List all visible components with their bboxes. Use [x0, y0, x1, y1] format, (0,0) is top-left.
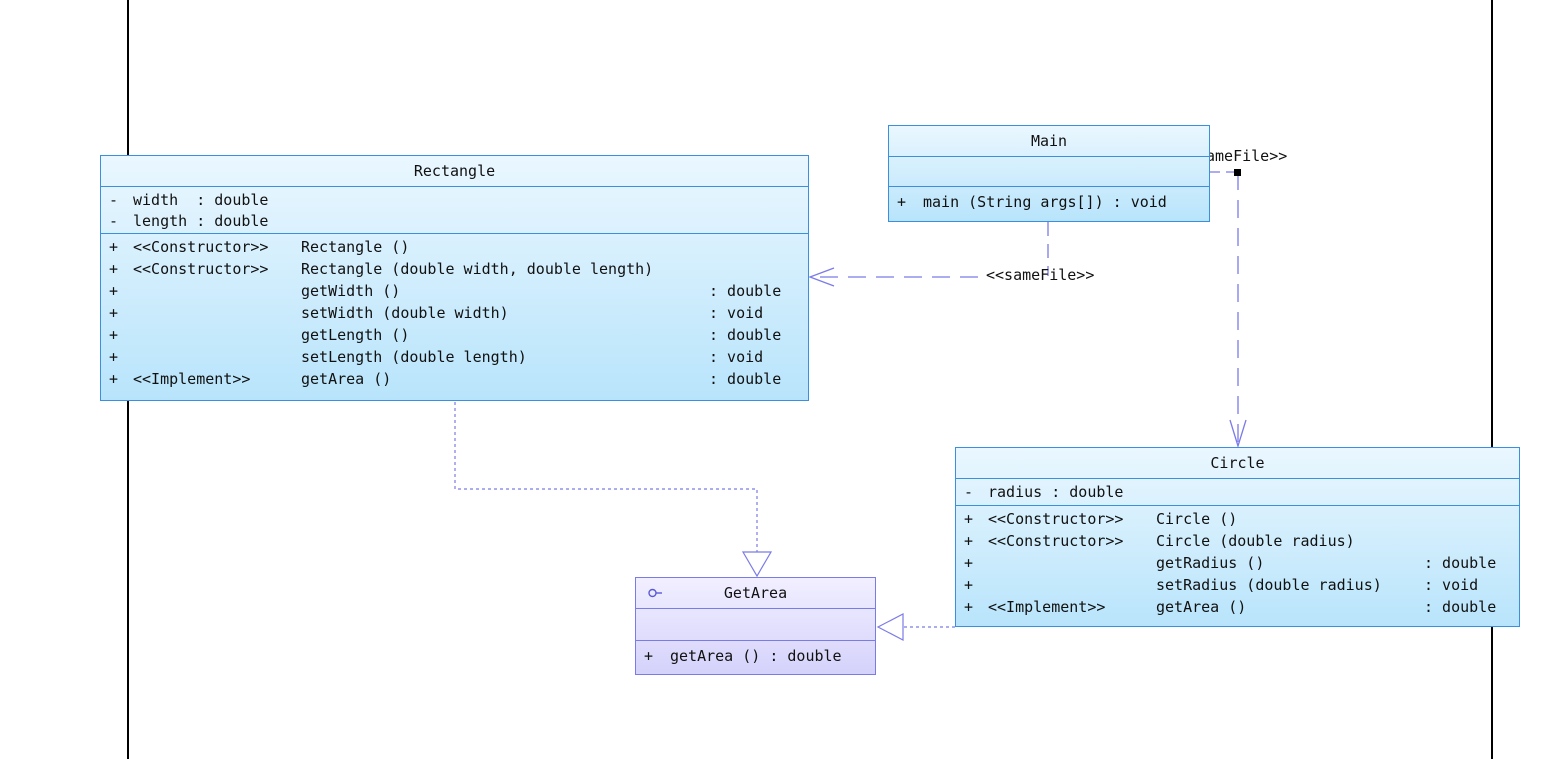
visibility: + [964, 576, 974, 594]
operation-signature: getArea () : double [670, 647, 842, 665]
attribute-row[interactable]: - radius : double [964, 481, 1519, 503]
visibility: + [964, 598, 974, 616]
page-border-right [1491, 0, 1493, 759]
class-main-attributes [889, 157, 1209, 187]
visibility: - [109, 212, 119, 230]
visibility: - [964, 483, 974, 501]
operation-row[interactable]: + <<Implement>> getArea () : double [964, 596, 1519, 618]
visibility: + [109, 348, 119, 366]
operation-signature: getRadius () [1156, 554, 1265, 572]
interface-getarea-operations: + getArea () : double [636, 641, 875, 669]
class-main-operations: + main (String args[]) : void [889, 187, 1209, 215]
visibility: + [644, 647, 654, 665]
class-rectangle-name: Rectangle [101, 156, 808, 187]
visibility: + [109, 260, 119, 278]
visibility: + [109, 238, 119, 256]
visibility: + [109, 326, 119, 344]
attribute-row[interactable]: - length : double [109, 210, 808, 231]
class-circle-operations: + <<Constructor>> Circle () + <<Construc… [956, 506, 1519, 620]
operation-signature: Circle () [1156, 510, 1238, 528]
return-type: : void [709, 304, 764, 322]
samefile-label-rectangle: <<sameFile>> [986, 266, 1095, 284]
stereotype: <<Constructor>> [988, 510, 1124, 528]
samefile-label-circle: ameFile>> [1206, 147, 1288, 165]
visibility: - [109, 191, 119, 209]
operation-signature: Rectangle (double width, double length) [301, 260, 654, 278]
operation-row[interactable]: + main (String args[]) : void [897, 191, 1209, 213]
visibility: + [964, 554, 974, 572]
return-type: : double [709, 282, 782, 300]
class-rectangle-operations: + <<Constructor>> Rectangle () + <<Const… [101, 234, 808, 392]
interface-icon [648, 588, 662, 598]
operation-row[interactable]: + setRadius (double radius) : void [964, 574, 1519, 596]
realization-rectangle-getarea[interactable] [454, 402, 773, 578]
selection-handle[interactable] [1234, 169, 1241, 176]
operation-row[interactable]: + getRadius () : double [964, 552, 1519, 574]
visibility: + [964, 532, 974, 550]
attribute-text: radius : double [988, 483, 1124, 501]
operation-signature: getLength () [301, 326, 410, 344]
stereotype: <<Constructor>> [988, 532, 1124, 550]
class-rectangle[interactable]: Rectangle - width : double - length : do… [100, 155, 809, 401]
return-type: : double [1424, 554, 1497, 572]
operation-row[interactable]: + <<Implement>> getArea () : double [109, 368, 808, 390]
visibility: + [964, 510, 974, 528]
dependency-main-rectangle[interactable] [808, 222, 1049, 287]
operation-row[interactable]: + setLength (double length) : void [109, 346, 808, 368]
visibility: + [109, 370, 119, 388]
operation-row[interactable]: + <<Constructor>> Circle () [964, 508, 1519, 530]
class-main[interactable]: Main + main (String args[]) : void [888, 125, 1210, 222]
operation-row[interactable]: + setWidth (double width) : void [109, 302, 808, 324]
operation-row[interactable]: + <<Constructor>> Rectangle (double widt… [109, 258, 808, 280]
stereotype: <<Constructor>> [133, 238, 269, 256]
interface-getarea[interactable]: GetArea + getArea () : double [635, 577, 876, 675]
return-type: : double [1424, 598, 1497, 616]
operation-row[interactable]: + getWidth () : double [109, 280, 808, 302]
visibility: + [109, 304, 119, 322]
class-circle[interactable]: Circle - radius : double + <<Constructor… [955, 447, 1520, 627]
operation-signature: setWidth (double width) [301, 304, 509, 322]
class-circle-name: Circle [956, 448, 1519, 479]
interface-getarea-header: GetArea [636, 578, 875, 609]
stereotype: <<Implement>> [133, 370, 251, 388]
operation-signature: getArea () [1156, 598, 1247, 616]
operation-row[interactable]: + getArea () : double [644, 645, 875, 667]
interface-getarea-attributes [636, 609, 875, 641]
operation-signature: setRadius (double radius) [1156, 576, 1382, 594]
operation-row[interactable]: + <<Constructor>> Rectangle () [109, 236, 808, 258]
stereotype: <<Implement>> [988, 598, 1106, 616]
visibility: + [897, 193, 907, 211]
operation-signature: getArea () [301, 370, 392, 388]
visibility: + [109, 282, 119, 300]
interface-getarea-name: GetArea [723, 584, 788, 602]
attribute-row[interactable]: - width : double [109, 189, 808, 210]
operation-row[interactable]: + getLength () : double [109, 324, 808, 346]
return-type: : void [1424, 576, 1479, 594]
operation-signature: main (String args[]) : void [923, 193, 1167, 211]
attribute-text: length : double [133, 212, 269, 230]
class-circle-attributes: - radius : double [956, 479, 1519, 506]
return-type: : double [709, 326, 782, 344]
realization-circle-getarea[interactable] [876, 613, 955, 641]
stereotype: <<Constructor>> [133, 260, 269, 278]
operation-row[interactable]: + <<Constructor>> Circle (double radius) [964, 530, 1519, 552]
operation-signature: setLength (double length) [301, 348, 527, 366]
class-rectangle-attributes: - width : double - length : double [101, 187, 808, 234]
return-type: : double [709, 370, 782, 388]
attribute-text: width : double [133, 191, 269, 209]
operation-signature: Rectangle () [301, 238, 410, 256]
class-main-name: Main [889, 126, 1209, 157]
return-type: : void [709, 348, 764, 366]
operation-signature: Circle (double radius) [1156, 532, 1355, 550]
operation-signature: getWidth () [301, 282, 401, 300]
dependency-main-circle[interactable] [1210, 171, 1247, 449]
